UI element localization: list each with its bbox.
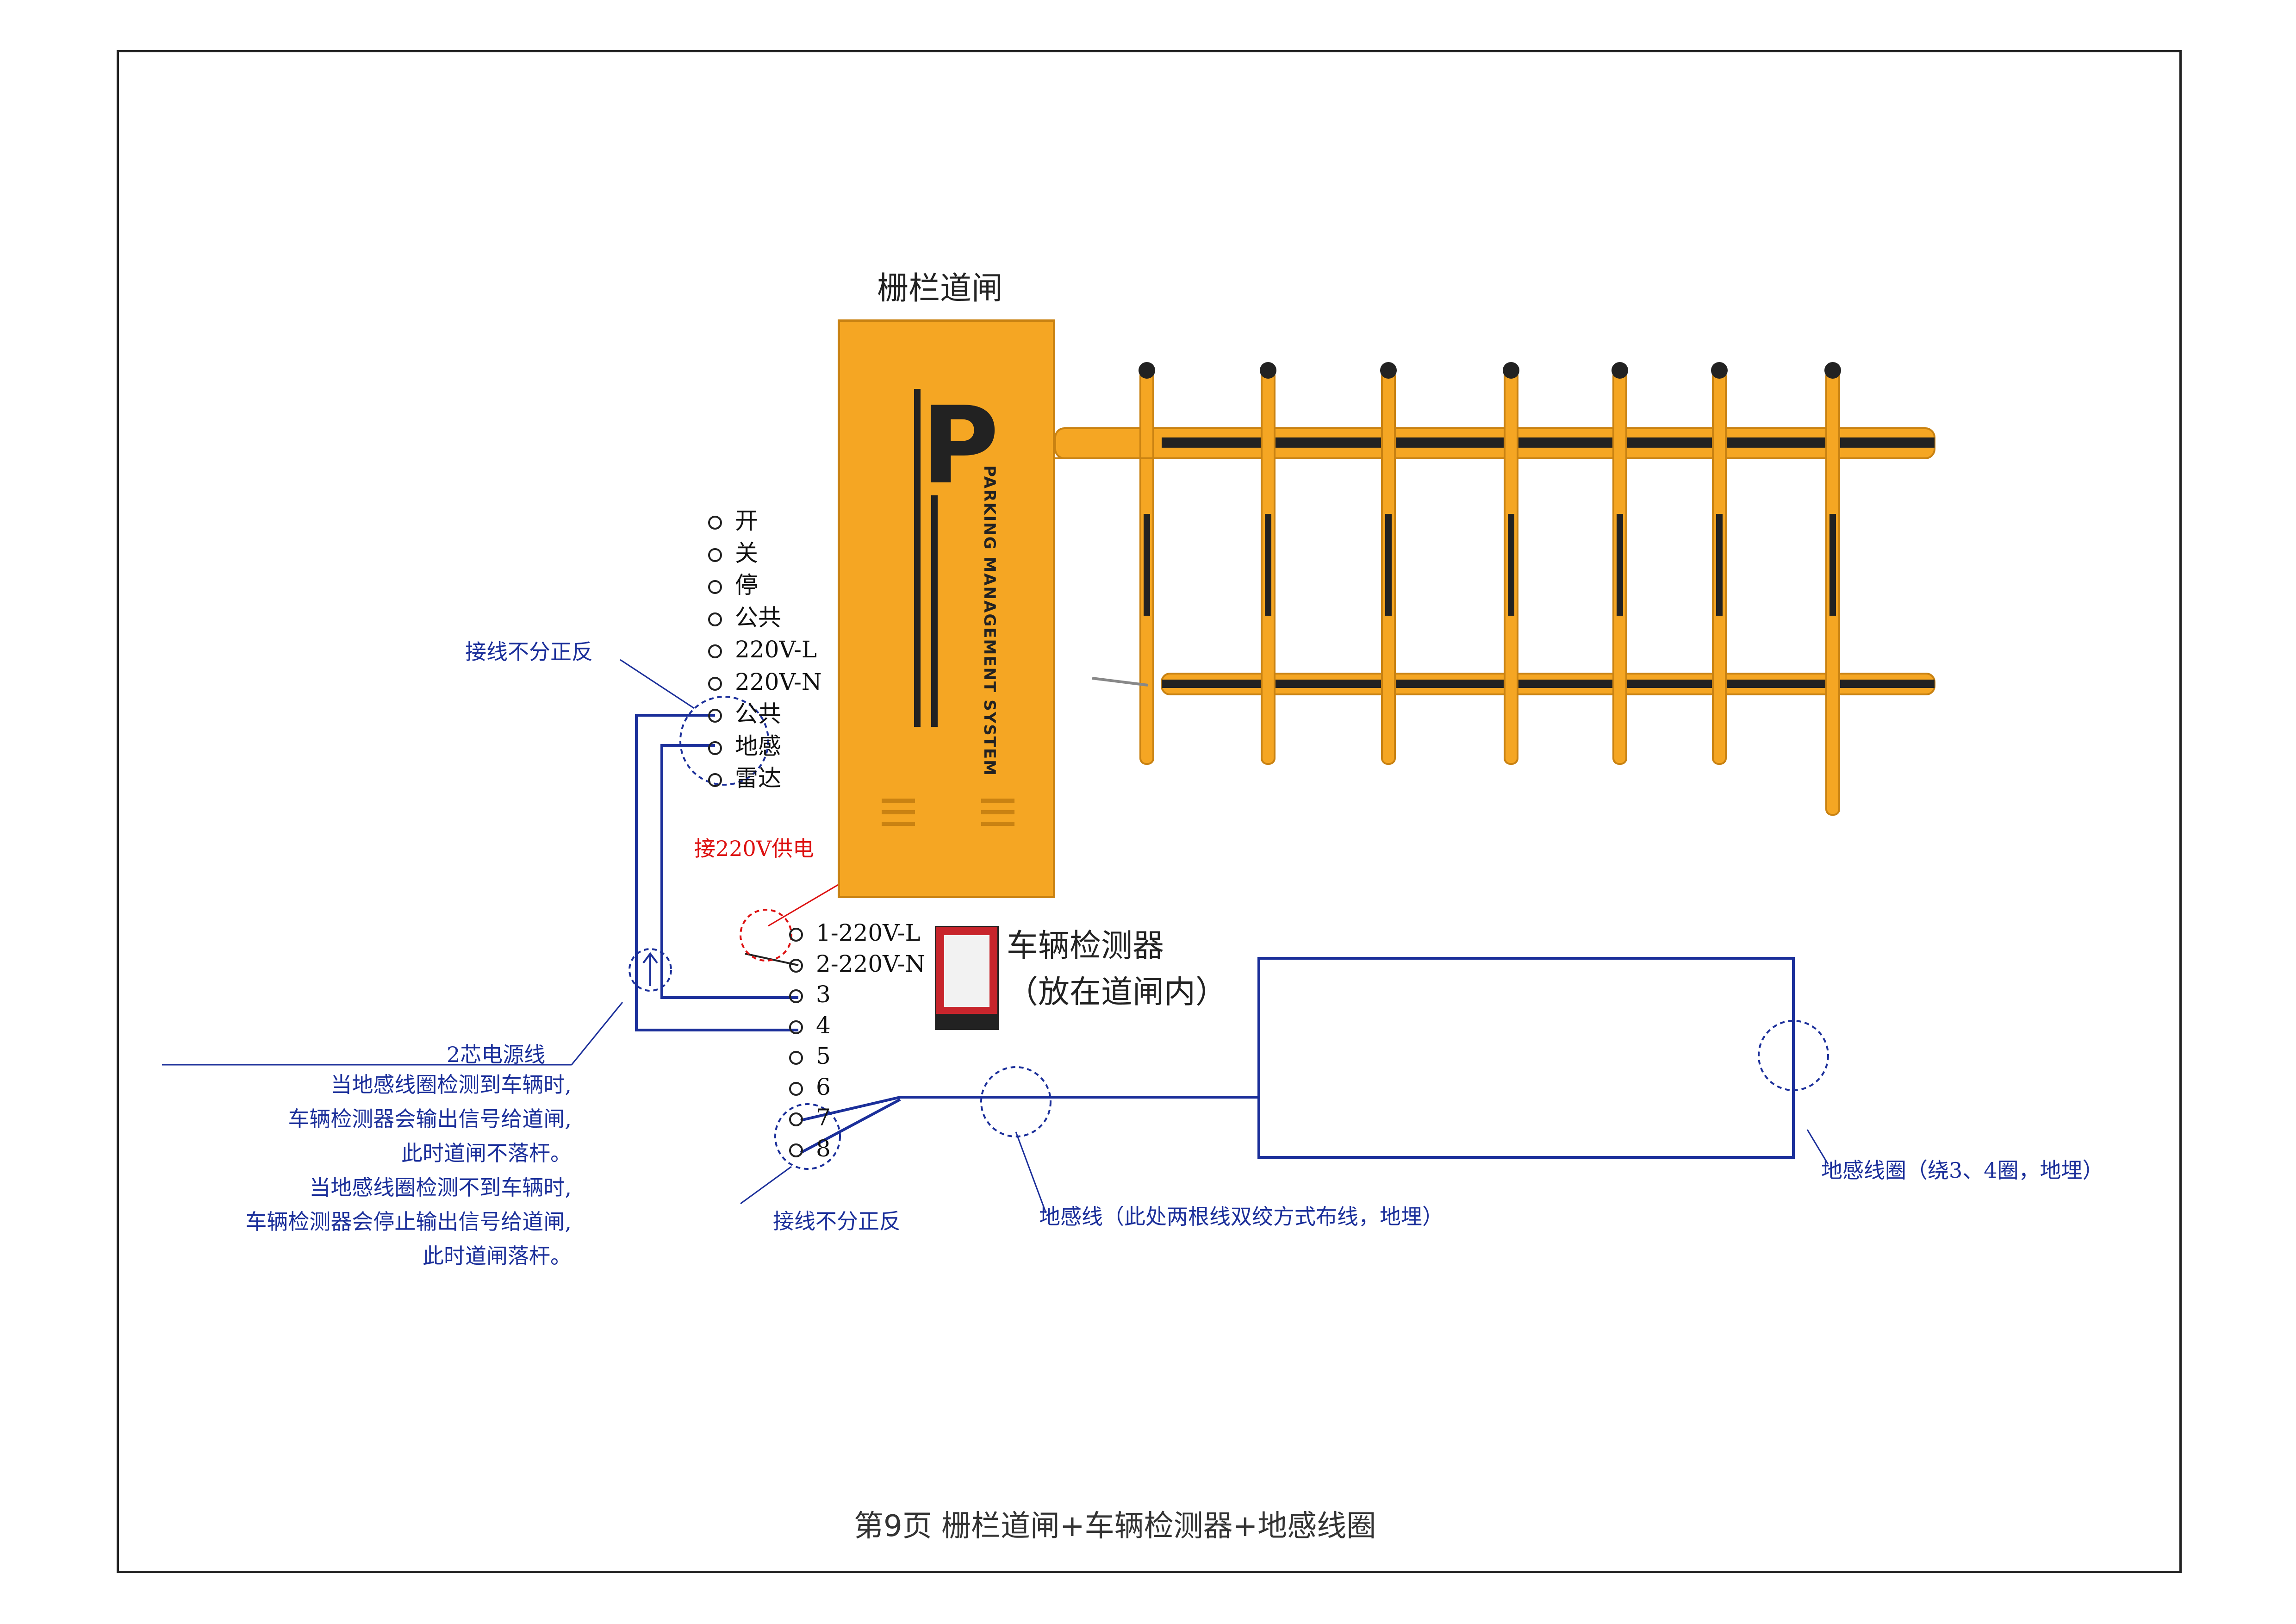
vehicle-detector-base bbox=[935, 1014, 999, 1030]
terminal-dot-icon bbox=[708, 612, 722, 626]
picket-stripe bbox=[1144, 514, 1150, 616]
explanation-line: 此时道闸落杆。 bbox=[423, 1243, 572, 1268]
label-loop-coil: 地感线圈（绕3、4圈，地埋） bbox=[1821, 1158, 2104, 1183]
detector-terminal-label: 2-220V-N bbox=[816, 950, 926, 977]
terminal-dot-icon bbox=[789, 1112, 803, 1126]
gate-title: 栅栏道闸 bbox=[877, 270, 1003, 307]
label-no-polarity-bottom: 接线不分正反 bbox=[773, 1209, 901, 1234]
terminal-dot-icon bbox=[708, 773, 722, 787]
label-loop-wire: 地感线（此处两根线双绞方式布线，地埋） bbox=[1039, 1204, 1444, 1229]
label-no-polarity-top: 接线不分正反 bbox=[465, 639, 593, 664]
detector-terminal: 8 bbox=[789, 1137, 831, 1160]
detector-terminal-label: 5 bbox=[816, 1043, 831, 1069]
gate-logo-letter: P bbox=[921, 384, 999, 508]
detector-title: 车辆检测器 bbox=[1007, 928, 1164, 964]
detector-terminal: 2-220V-N bbox=[789, 952, 925, 975]
vent-slot bbox=[981, 799, 1014, 803]
gate-terminal-label: 开 bbox=[735, 507, 758, 534]
terminal-dot-icon bbox=[789, 989, 803, 1003]
page-frame bbox=[117, 50, 2182, 1573]
terminal-dot-icon bbox=[708, 676, 722, 691]
picket-stripe bbox=[1508, 514, 1514, 616]
picket-cap bbox=[1711, 362, 1728, 379]
wires bbox=[162, 714, 1829, 1213]
detector-terminal-label: 4 bbox=[816, 1012, 831, 1039]
gate-terminal-label: 停 bbox=[735, 572, 758, 599]
barrier-arm bbox=[1054, 362, 1935, 816]
gate-logo-stripe bbox=[931, 495, 938, 727]
picket-cap bbox=[1139, 362, 1155, 379]
picket-cap bbox=[1380, 362, 1397, 379]
terminal-dot-icon bbox=[708, 644, 722, 658]
picket-cap bbox=[1260, 362, 1276, 379]
detector-terminal: 5 bbox=[789, 1044, 831, 1068]
gate-terminal-label: 关 bbox=[735, 539, 758, 567]
terminal-dot-icon bbox=[708, 709, 722, 723]
explanation-line: 车辆检测器会输出信号给道闸, bbox=[288, 1106, 572, 1131]
detector-terminal: 3 bbox=[789, 983, 831, 1006]
barrier-gate-cabinet bbox=[838, 319, 1055, 898]
gate-terminal: 开 bbox=[708, 509, 758, 532]
gate-terminal: 公共 bbox=[708, 606, 781, 629]
vehicle-detector-panel bbox=[944, 935, 989, 1007]
label-power-220v: 接220V供电 bbox=[694, 836, 815, 861]
terminal-dot-icon bbox=[789, 1020, 803, 1034]
gate-terminal: 停 bbox=[708, 574, 758, 597]
gate-logo-stripe bbox=[914, 389, 921, 727]
label-two-core-power: 2芯电源线 bbox=[447, 1042, 546, 1067]
detector-terminal-label: 7 bbox=[816, 1104, 831, 1131]
detector-subtitle: （放在道闸内） bbox=[1007, 974, 1227, 1011]
detector-terminal: 1-220V-L bbox=[789, 921, 921, 944]
gate-terminal-label: 公共 bbox=[735, 700, 781, 727]
vent-slot bbox=[981, 822, 1014, 826]
terminal-dot-icon bbox=[708, 580, 722, 594]
gate-logo-text: PARKING MANAGEMENT SYSTEM bbox=[980, 465, 999, 776]
terminal-dot-icon bbox=[789, 1081, 803, 1096]
terminal-dot-icon bbox=[708, 516, 722, 530]
detector-terminal-label: 3 bbox=[816, 981, 831, 1008]
detector-terminal-label: 1-220V-L bbox=[816, 919, 921, 946]
gate-terminal-label: 220V-N bbox=[735, 668, 822, 695]
detector-terminal-label: 6 bbox=[816, 1073, 831, 1100]
explanation-line: 当地感线圈检测不到车辆时, bbox=[309, 1175, 572, 1200]
terminal-dot-icon bbox=[789, 928, 803, 942]
gate-terminal-label: 地感 bbox=[735, 732, 781, 760]
detector-terminal-label: 8 bbox=[816, 1135, 831, 1162]
terminal-dot-icon bbox=[789, 1143, 803, 1157]
picket-stripe bbox=[1716, 514, 1723, 616]
terminal-dot-icon bbox=[789, 958, 803, 973]
gate-terminal: 220V-L bbox=[708, 638, 817, 661]
explanation-line: 此时道闸不落杆。 bbox=[401, 1141, 572, 1166]
gate-terminal: 公共 bbox=[708, 702, 781, 725]
gate-terminal: 地感 bbox=[708, 735, 781, 758]
detector-terminal: 7 bbox=[789, 1106, 831, 1129]
vent-slot bbox=[882, 799, 915, 803]
gate-terminal-label: 公共 bbox=[735, 604, 781, 631]
gate-terminal: 关 bbox=[708, 542, 758, 565]
terminal-dot-icon bbox=[708, 548, 722, 562]
picket-cap bbox=[1503, 362, 1519, 379]
picket-cap bbox=[1824, 362, 1841, 379]
terminal-dot-icon bbox=[708, 741, 722, 755]
picket-stripe bbox=[1385, 514, 1392, 616]
page-caption: 第9页 栅栏道闸+车辆检测器+地感线圈 bbox=[854, 1509, 1376, 1543]
picket-cap bbox=[1612, 362, 1628, 379]
terminal-dot-icon bbox=[789, 1051, 803, 1065]
explanation-line: 车辆检测器会停止输出信号给道闸, bbox=[245, 1209, 572, 1234]
explanation-line: 当地感线圈检测到车辆时, bbox=[330, 1072, 572, 1097]
gate-terminal: 220V-N bbox=[708, 670, 822, 693]
gate-terminal-label: 雷达 bbox=[735, 765, 781, 792]
vent-slot bbox=[981, 810, 1014, 814]
vent-slot bbox=[882, 810, 915, 814]
detector-terminal: 6 bbox=[789, 1075, 831, 1099]
vent-slot bbox=[882, 822, 915, 826]
gate-terminal: 雷达 bbox=[708, 767, 781, 790]
picket-stripe bbox=[1617, 514, 1623, 616]
detector-terminal: 4 bbox=[789, 1014, 831, 1037]
picket-stripe bbox=[1265, 514, 1271, 616]
gate-terminal-label: 220V-L bbox=[735, 636, 817, 663]
picket-stripe bbox=[1829, 514, 1836, 616]
